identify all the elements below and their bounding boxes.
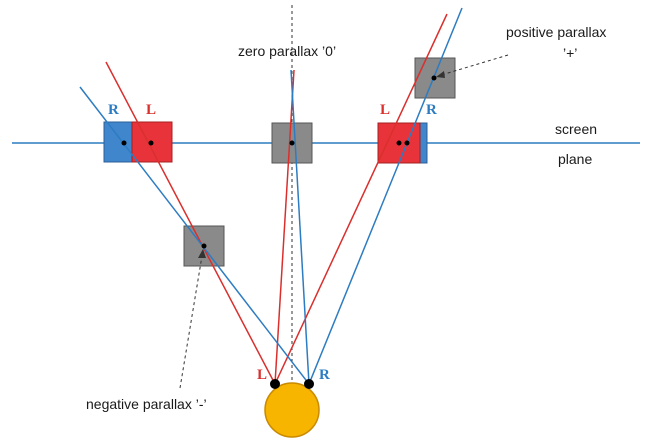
negative-R-label: R bbox=[108, 102, 119, 118]
viewer-head-circle bbox=[264, 382, 320, 438]
dot-zero bbox=[289, 140, 295, 146]
dot-negative-R bbox=[121, 140, 127, 146]
dot-positive-L bbox=[396, 140, 402, 146]
plane-label: plane bbox=[558, 151, 592, 167]
eye-R-label: R bbox=[319, 367, 330, 383]
right-eye-ray-negative bbox=[79, 86, 310, 385]
dot-negative-L bbox=[148, 140, 154, 146]
left-eye-ray-zero bbox=[274, 69, 295, 385]
dot-positive-R bbox=[404, 140, 410, 146]
positive-L-label: L bbox=[380, 102, 390, 118]
screen-label: screen bbox=[555, 121, 597, 137]
negative-parallax-label: negative parallax ’-’ bbox=[86, 396, 207, 412]
positive-leader-line bbox=[437, 54, 509, 77]
right-eye-ray-zero bbox=[290, 69, 310, 385]
positive-R-label: R bbox=[426, 102, 437, 118]
left-eye-ray-negative bbox=[105, 61, 276, 385]
eye-L-label: L bbox=[257, 367, 267, 383]
zero-parallax-label: zero parallax ’0’ bbox=[238, 43, 336, 59]
positive-leader-arrow bbox=[436, 71, 445, 78]
left-eye-dot bbox=[270, 379, 280, 389]
negative-L-label: L bbox=[146, 102, 156, 118]
positive-parallax-label: positive parallax bbox=[506, 24, 606, 40]
negative-leader-line bbox=[179, 249, 204, 389]
right-eye-dot bbox=[304, 379, 314, 389]
dot-positive-point bbox=[431, 75, 437, 81]
positive-parallax-symbol: ’+’ bbox=[563, 45, 577, 61]
dot-negative-point bbox=[201, 243, 207, 249]
right-eye-ray-positive bbox=[308, 7, 463, 385]
left-eye-ray-positive bbox=[274, 13, 448, 385]
negative-leader-arrow bbox=[198, 249, 206, 258]
